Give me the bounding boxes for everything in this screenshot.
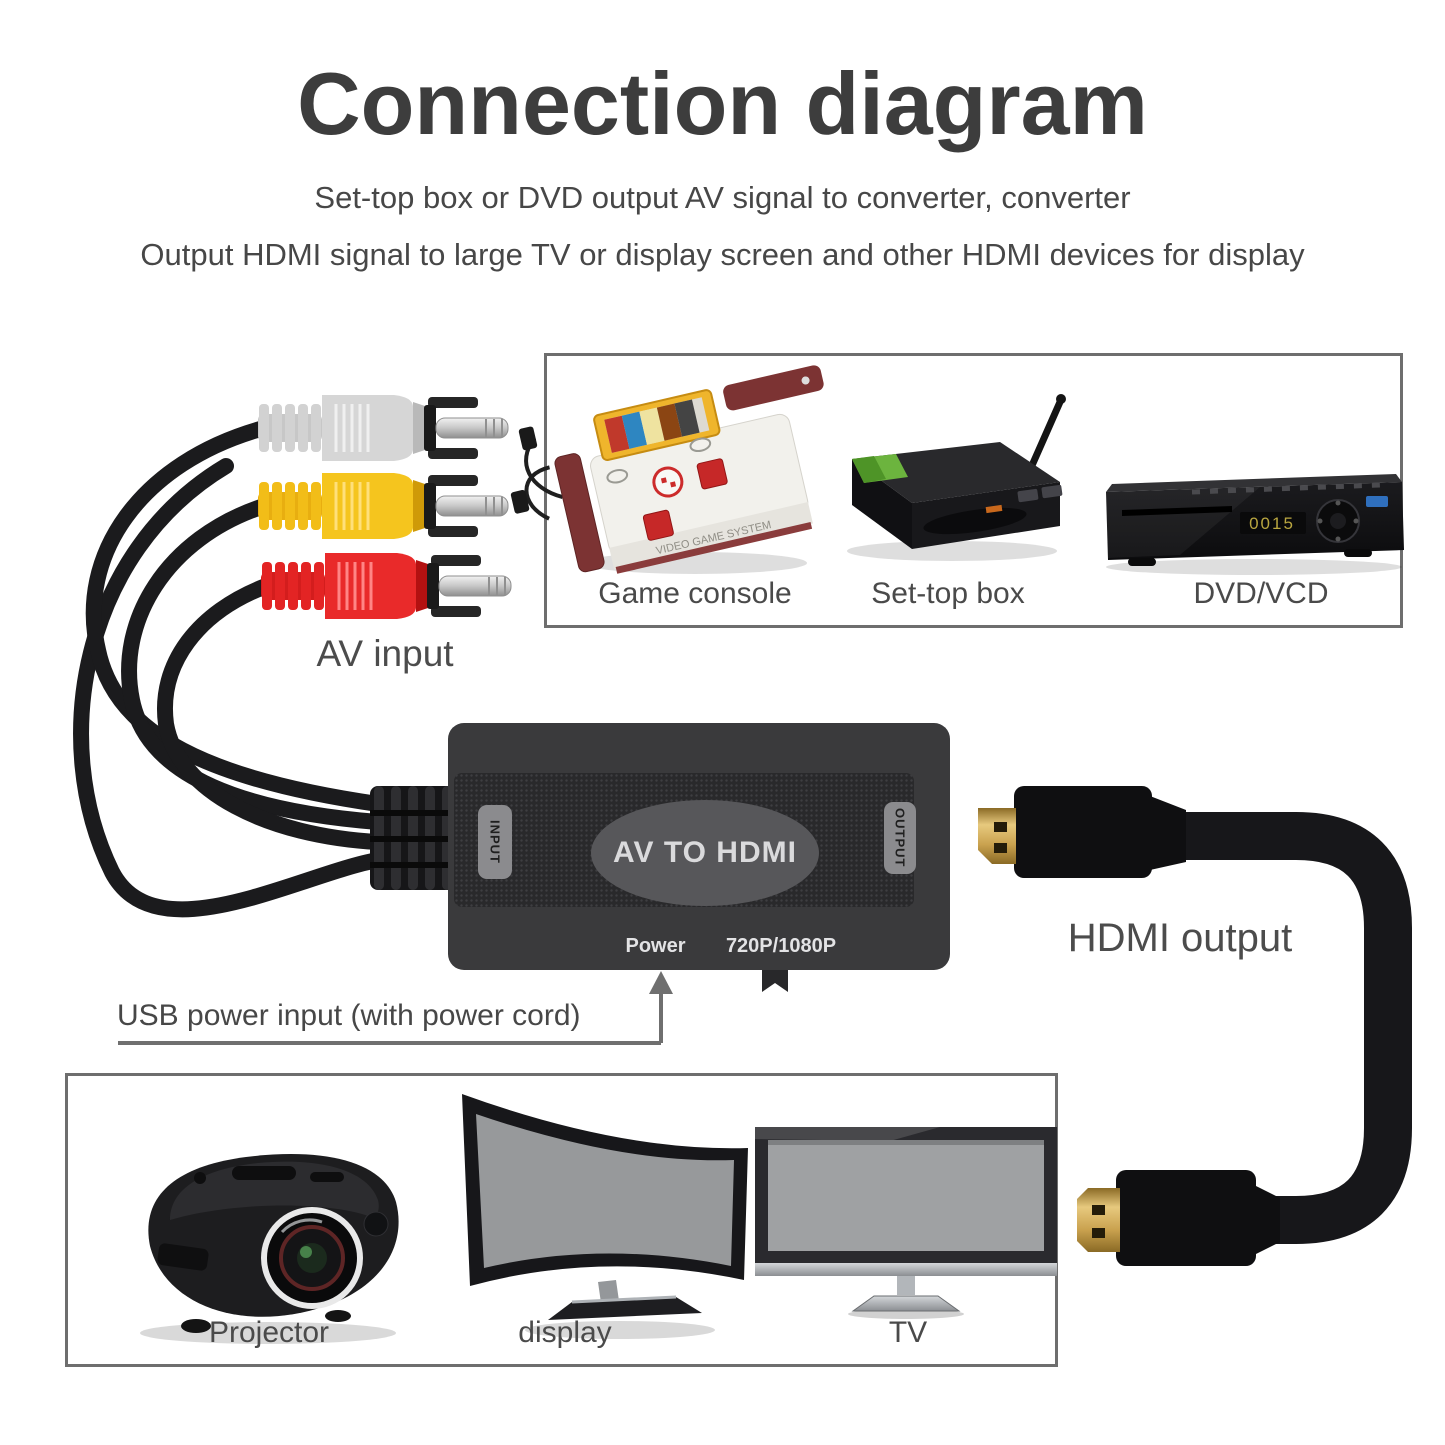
converter-cable-strain-relief [370, 786, 458, 890]
page-title: Connection diagram [297, 54, 1148, 153]
converter-input-label: INPUT [478, 805, 512, 879]
label-display: display [518, 1316, 612, 1349]
converter-resolution-label: 720P/1080P [725, 935, 837, 957]
dvd-player-illustration: 0015 [1106, 474, 1404, 566]
label-projector: Projector [208, 1316, 330, 1349]
label-tv: TV [888, 1316, 928, 1349]
dvd-display-digits: 0015 [1249, 514, 1295, 533]
game-console-illustration: VIDEO GAME SYSTEM [510, 365, 824, 574]
rca-plug-white-icon [258, 395, 509, 461]
converter-output-label: OUTPUT [884, 802, 916, 874]
arrow-up-icon [649, 971, 673, 994]
rca-plug-red-icon [261, 553, 512, 619]
av-input-label: AV input [316, 633, 454, 674]
subtitle-line-1: Set-top box or DVD output AV signal to c… [314, 180, 1131, 215]
tv-illustration [755, 1127, 1057, 1319]
power-arrow [118, 971, 673, 1045]
subtitle-line-2: Output HDMI signal to large TV or displa… [140, 237, 1305, 272]
projector-illustration [148, 1154, 399, 1333]
label-game-console: Game console [598, 577, 792, 610]
av-cables-illustration [73, 420, 386, 918]
converter-name-badge: AV TO HDMI [591, 800, 819, 906]
converter-power-label: Power [625, 935, 686, 957]
hdmi-plug-top-icon [978, 808, 1016, 864]
set-top-box-illustration [852, 394, 1066, 549]
resolution-switch-tab [762, 966, 788, 992]
converter-name: AV TO HDMI [613, 836, 797, 869]
hdmi-cable-illustration [978, 786, 1412, 1266]
usb-power-note: USB power input (with power cord) [117, 999, 581, 1032]
label-set-top-box: Set-top box [871, 577, 1025, 610]
av-to-hdmi-converter: AV TO HDMI INPUT OUTPUT Power 720P/1080P [448, 723, 950, 970]
hdmi-plug-bottom-icon [1077, 1188, 1120, 1252]
rca-plug-yellow-icon [258, 473, 509, 539]
label-dvd-vcd: DVD/VCD [1193, 577, 1329, 610]
curved-display-illustration [462, 1094, 748, 1320]
hdmi-output-label: HDMI output [1067, 916, 1293, 960]
